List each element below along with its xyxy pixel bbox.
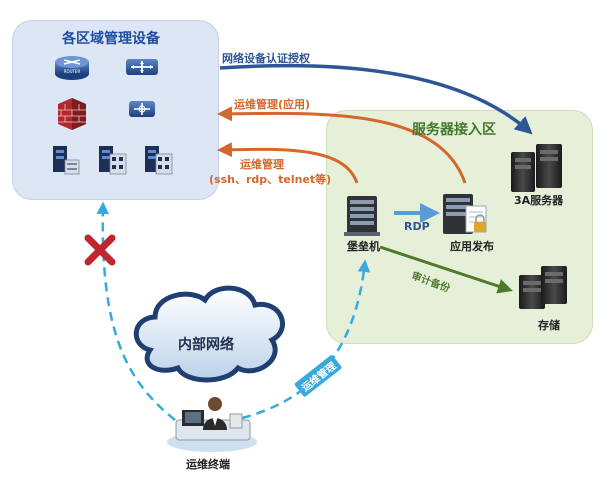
blocked-direct-dashed-arrow [96, 201, 176, 421]
blocked-cross-icon [84, 234, 116, 266]
ops-protocol-arrow [217, 142, 359, 184]
rdp-flow-label: RDP [404, 220, 430, 233]
ops-app-flow-label: 运维管理(应用) [234, 98, 311, 111]
operator-terminal-icon [167, 397, 257, 452]
aaa-server-icon [511, 144, 562, 192]
server-tower-icon-1 [53, 146, 80, 175]
router-badge: ROUTER [64, 69, 81, 74]
storage-icon [519, 266, 567, 309]
auth-flow-label: 网络设备认证授权 [222, 52, 310, 65]
switch-icon [126, 59, 158, 75]
auth-arrow [219, 63, 533, 135]
app-publisher-label: 应用发布 [450, 240, 494, 253]
internal-network-label: 内部网络 [178, 337, 234, 353]
internal-network-cloud [133, 285, 285, 383]
ops-app-arrow [217, 106, 467, 184]
router-icon [55, 56, 89, 80]
ops-protocol-flow-label-2: (ssh、rdp、telnet等) [209, 173, 332, 186]
aaa-server-label: 3A服务器 [514, 194, 564, 207]
terminal-label: 运维终端 [186, 458, 230, 471]
server-tower-icon-3 [145, 146, 173, 175]
server-tower-icon-2 [99, 146, 127, 175]
devices-zone-title: 各区域管理设备 [62, 31, 160, 47]
servers-zone-title: 服务器接入区 [412, 122, 496, 138]
core-switch-icon [129, 101, 155, 117]
storage-label: 存储 [538, 319, 560, 332]
firewall-icon [58, 98, 86, 130]
ops-protocol-flow-label-1: 运维管理 [240, 158, 284, 171]
bastion-host-icon [344, 196, 380, 236]
audit-backup-arrow [379, 245, 513, 294]
app-publisher-icon [443, 194, 487, 234]
bastion-label: 堡垒机 [347, 240, 380, 253]
